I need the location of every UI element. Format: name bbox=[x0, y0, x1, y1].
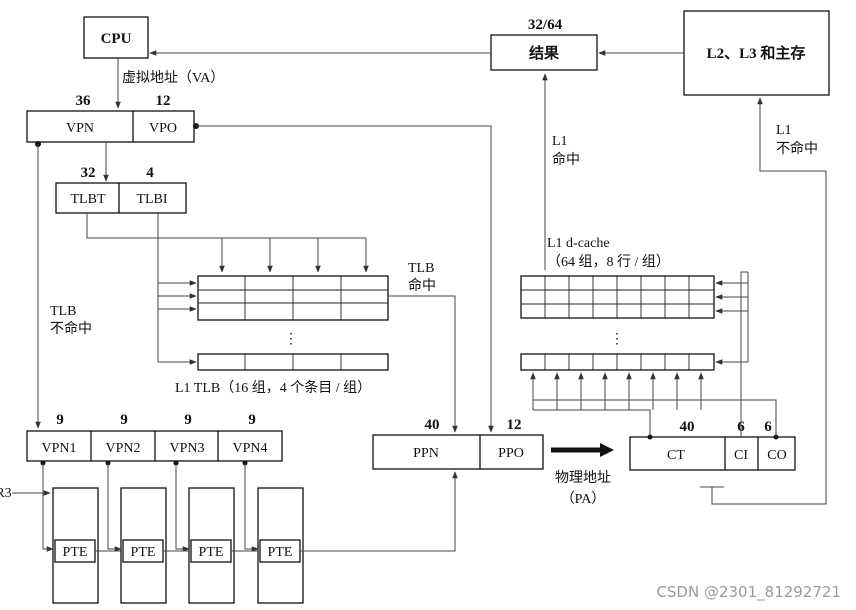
tlbt-bits: 32 bbox=[81, 165, 96, 181]
ppo-bits: 12 bbox=[507, 417, 522, 433]
l1-hit-label-1: L1 bbox=[552, 134, 568, 149]
tlb-hit-label-2: 命中 bbox=[408, 277, 436, 294]
vpo-bits: 12 bbox=[156, 93, 171, 109]
cpu-box bbox=[83, 16, 149, 59]
tlbt-bus bbox=[86, 213, 366, 239]
tlb-array bbox=[197, 275, 389, 371]
tlbt-label: TLBT bbox=[71, 192, 106, 207]
cache-caption-1: L1 d-cache bbox=[547, 236, 610, 251]
l1-miss-label-2: 不命中 bbox=[776, 140, 818, 157]
tlb-miss-label-2: 不命中 bbox=[50, 320, 92, 337]
ci-bus bbox=[740, 271, 748, 437]
ct-bits: 40 bbox=[680, 419, 695, 435]
tlb-miss-label-1: TLB bbox=[50, 304, 76, 319]
ppn-bits: 40 bbox=[425, 417, 440, 433]
cache-caption-2: （64 组，8 行 / 组） bbox=[547, 254, 670, 270]
vpn1-label: VPN1 bbox=[41, 441, 76, 456]
result-width-label: 32/64 bbox=[528, 17, 563, 33]
vpn1-bits: 9 bbox=[56, 412, 64, 428]
tlb-hit-label-1: TLB bbox=[408, 261, 434, 276]
vpo-to-ppo-arrow bbox=[196, 125, 494, 433]
result-label: 结果 bbox=[529, 44, 560, 62]
l1-miss-arrow bbox=[711, 97, 827, 505]
vpn-bits: 36 bbox=[76, 93, 92, 109]
co-label: CO bbox=[767, 448, 786, 463]
vpn3-bits: 9 bbox=[184, 412, 192, 428]
page-tables bbox=[52, 487, 304, 604]
result-box bbox=[490, 34, 598, 71]
pte-to-ppn-arrow bbox=[300, 471, 458, 552]
pte-2-label: PTE bbox=[131, 545, 156, 560]
cache-address-register bbox=[629, 436, 796, 471]
cr3-label: CR3 bbox=[0, 486, 12, 501]
memory-label: L2、L3 和主存 bbox=[707, 44, 806, 62]
ct-label: CT bbox=[667, 448, 685, 463]
cache-dots: ⋮ bbox=[610, 332, 624, 347]
cache-array bbox=[520, 275, 715, 371]
vpo-label: VPO bbox=[149, 121, 177, 136]
vpn4-label: VPN4 bbox=[232, 441, 267, 456]
vpn-label: VPN bbox=[66, 121, 94, 136]
vpn2-bits: 9 bbox=[120, 412, 128, 428]
tlb-index-register bbox=[55, 182, 187, 214]
tlbi-label: TLBI bbox=[136, 192, 167, 207]
cpu-label: CPU bbox=[101, 31, 132, 47]
l1-hit-label-2: 命中 bbox=[552, 151, 580, 168]
vpn2-label: VPN2 bbox=[105, 441, 140, 456]
va-label: 虚拟地址（VA） bbox=[122, 70, 224, 86]
l1-miss-label-1: L1 bbox=[776, 123, 792, 138]
tlb-dots: ⋮ bbox=[284, 332, 298, 347]
pte-3-label: PTE bbox=[199, 545, 224, 560]
tlbi-bits: 4 bbox=[146, 165, 154, 181]
ci-label: CI bbox=[734, 448, 748, 463]
ppo-label: PPO bbox=[498, 446, 524, 461]
pa-label-2: （PA） bbox=[561, 491, 606, 507]
co-bits: 6 bbox=[764, 419, 772, 435]
ppn-label: PPN bbox=[413, 446, 439, 461]
watermark: CSDN @2301_81292721 bbox=[656, 583, 841, 602]
pa-label-1: 物理地址 bbox=[555, 470, 611, 486]
pte-4-label: PTE bbox=[268, 545, 293, 560]
tlb-hit-arrow bbox=[388, 295, 458, 433]
vpn4-bits: 9 bbox=[248, 412, 256, 428]
pa-register bbox=[372, 434, 544, 470]
pte-1-label: PTE bbox=[63, 545, 88, 560]
tlb-caption: L1 TLB（16 组，4 个条目 / 组） bbox=[175, 379, 371, 396]
va-register bbox=[26, 110, 195, 143]
vpn3-label: VPN3 bbox=[169, 441, 204, 456]
